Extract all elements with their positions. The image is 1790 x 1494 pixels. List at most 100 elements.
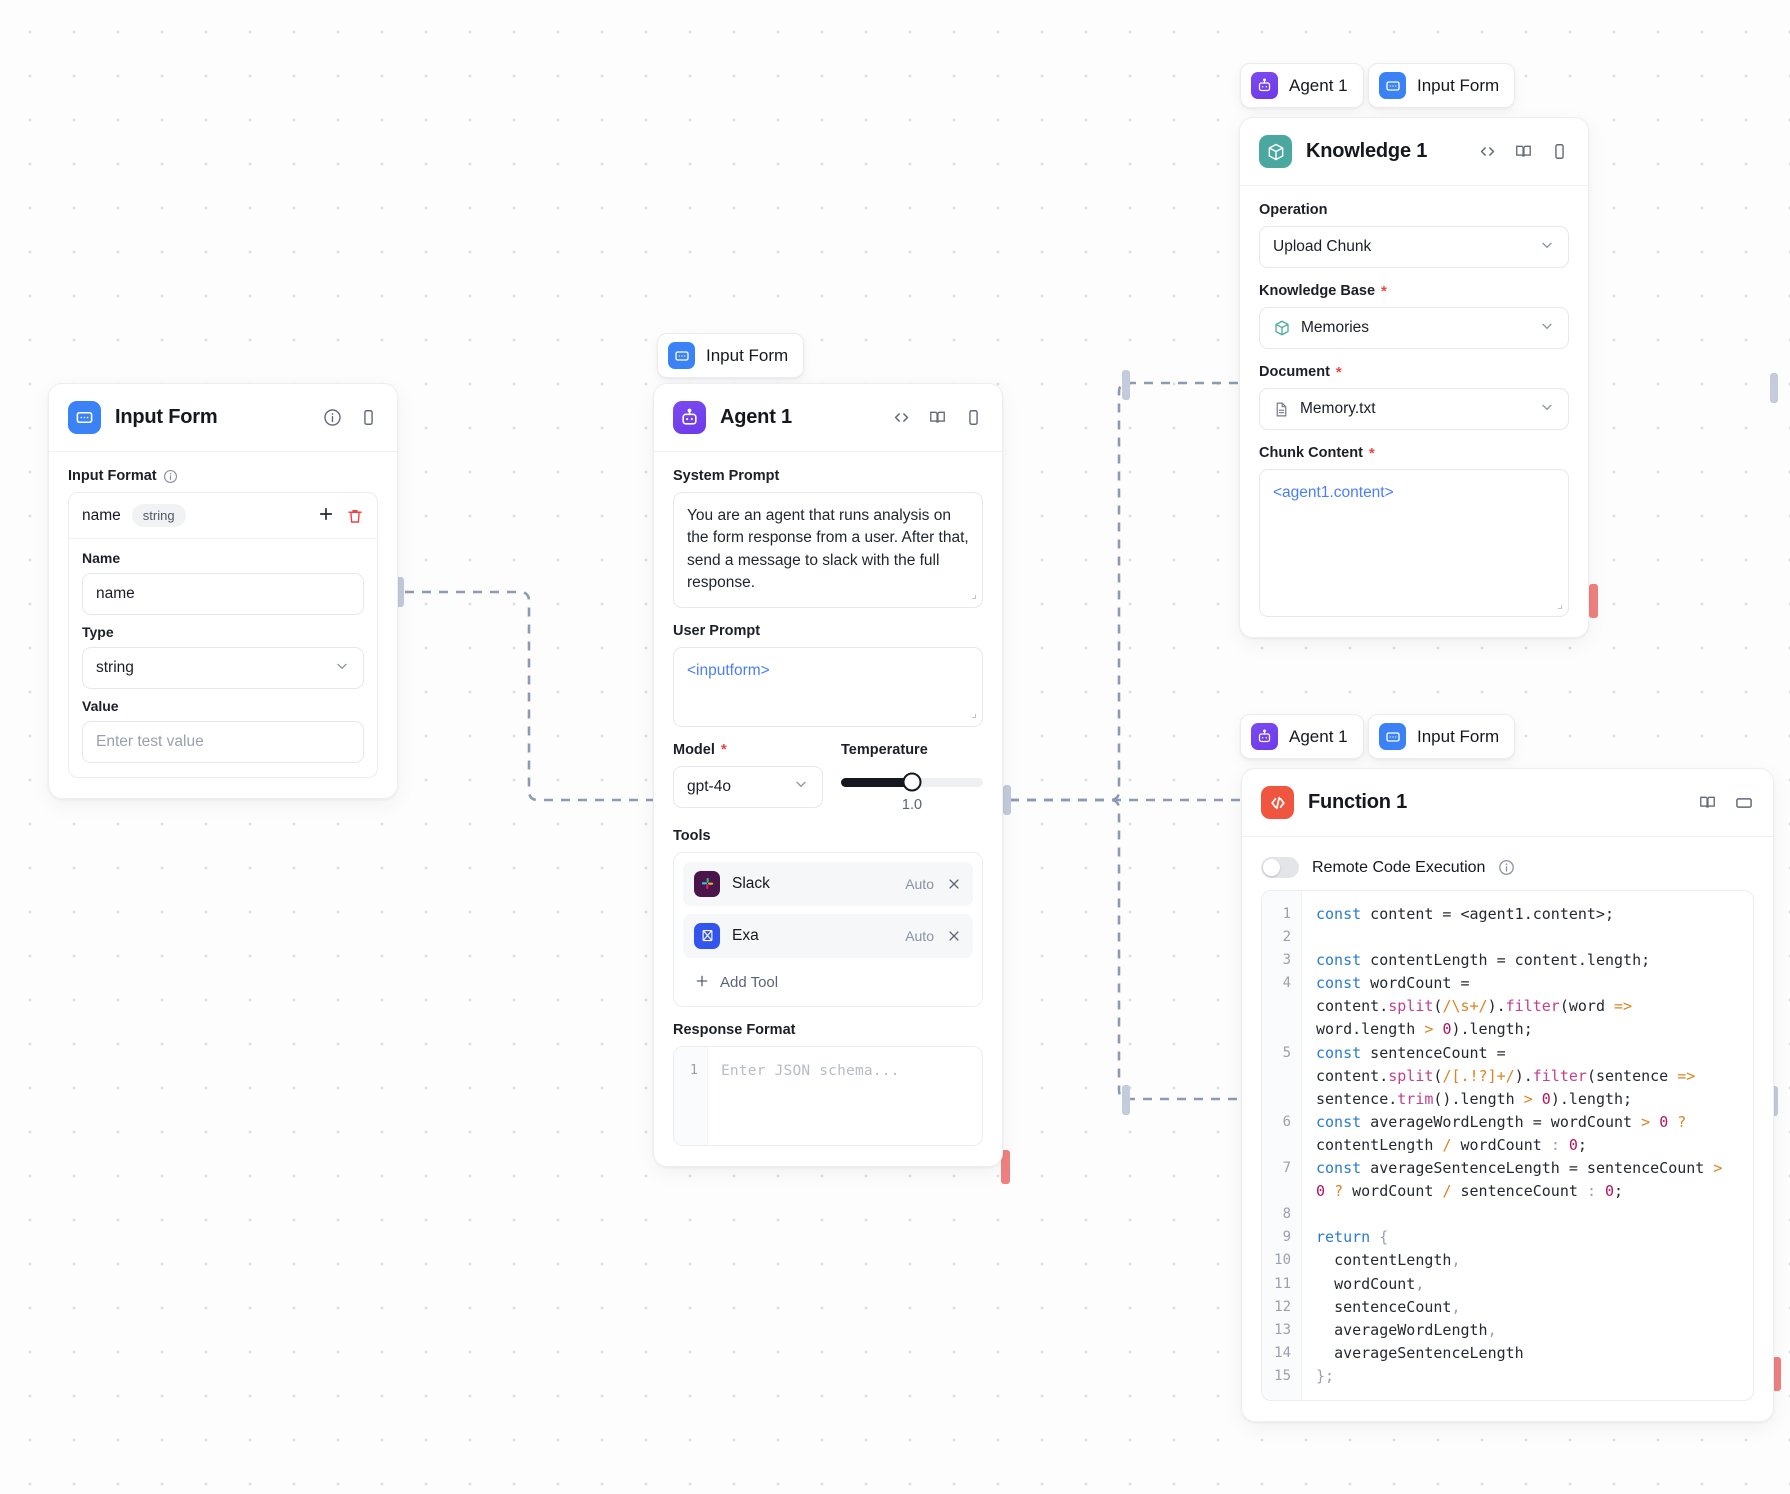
- line-number-continuation: [1268, 1088, 1291, 1111]
- resize-handle[interactable]: ⌟: [971, 587, 977, 602]
- node-knowledge-1[interactable]: Knowledge 1 Operation Upload Chunk: [1239, 117, 1589, 638]
- plus-icon[interactable]: [317, 505, 335, 527]
- handle-function-out[interactable]: [1772, 1357, 1781, 1391]
- plus-icon: [694, 973, 710, 993]
- chip-label: Agent 1: [1289, 75, 1348, 95]
- input-format-fields: Name name Type string Value Enter test v…: [69, 539, 377, 777]
- info-icon[interactable]: [323, 408, 342, 427]
- close-icon[interactable]: [946, 928, 962, 944]
- code-icon[interactable]: [1478, 142, 1497, 161]
- chunk-content-textarea[interactable]: <agent1.content> ⌟: [1259, 469, 1569, 617]
- node-header[interactable]: Function 1: [1242, 769, 1773, 837]
- node-input-form[interactable]: Input Form Input Format name st: [48, 383, 398, 799]
- input-format-row[interactable]: name string: [69, 493, 377, 539]
- slider-knob[interactable]: [902, 772, 922, 792]
- panel-icon[interactable]: [964, 408, 983, 427]
- line-number: 12: [1274, 1298, 1291, 1315]
- document-select[interactable]: Memory.txt: [1259, 388, 1569, 430]
- page-title: Input Form: [115, 406, 218, 428]
- info-icon[interactable]: [163, 469, 178, 484]
- node-header[interactable]: Agent 1: [654, 384, 1002, 452]
- line-number: 7: [1282, 1160, 1291, 1177]
- input-form-icon: [1379, 72, 1406, 99]
- panel-icon[interactable]: [1550, 142, 1569, 161]
- temperature-value: 1.0: [901, 796, 923, 813]
- handle-knowledge-out[interactable]: [1589, 584, 1598, 618]
- line-number: 4: [1282, 975, 1291, 992]
- window-icon[interactable]: [1734, 793, 1754, 813]
- add-tool-button[interactable]: Add Tool: [683, 966, 973, 997]
- node-header[interactable]: Knowledge 1: [1240, 118, 1588, 186]
- chip-label: Input Form: [706, 345, 789, 365]
- required-marker: *: [1368, 444, 1375, 462]
- book-icon[interactable]: [1514, 142, 1533, 161]
- handle-input-form-out[interactable]: [396, 577, 404, 607]
- handle-function-right[interactable]: [1770, 1086, 1778, 1116]
- close-icon[interactable]: [946, 876, 962, 892]
- knowledge-icon: [1259, 135, 1292, 168]
- handle-knowledge-in[interactable]: [1122, 370, 1130, 400]
- resize-handle[interactable]: ⌟: [1557, 596, 1563, 611]
- system-prompt-textarea[interactable]: You are an agent that runs analysis on t…: [673, 492, 983, 608]
- tools-section: Tools Slack Auto: [673, 828, 983, 1007]
- line-number: 5: [1282, 1044, 1291, 1061]
- chip-input-form-agent[interactable]: Input Form: [657, 333, 805, 378]
- page-title: Knowledge 1: [1306, 140, 1428, 162]
- book-icon[interactable]: [928, 408, 947, 427]
- code-icon[interactable]: [892, 408, 911, 427]
- node-agent-1[interactable]: Agent 1 System Prompt You are an agent t…: [653, 383, 1003, 1167]
- response-format-editor[interactable]: 1 Enter JSON schema...: [673, 1045, 983, 1146]
- handle-agent-error-out[interactable]: [1001, 1150, 1010, 1184]
- chip-label: Agent 1: [1289, 726, 1348, 746]
- value-input[interactable]: Enter test value: [82, 721, 364, 763]
- page-title: Function 1: [1308, 791, 1408, 813]
- node-header[interactable]: Input Form: [49, 384, 397, 452]
- code-line: [1316, 1203, 1739, 1226]
- code-line: wordCount,: [1316, 1274, 1425, 1293]
- chevron-down-icon: [1539, 237, 1555, 258]
- line-number: 9: [1282, 1229, 1291, 1246]
- temperature-label: Temperature: [841, 741, 928, 758]
- chip-agent-1-function[interactable]: Agent 1: [1240, 714, 1364, 759]
- handle-function-in[interactable]: [1122, 1085, 1130, 1115]
- book-icon[interactable]: [1698, 793, 1717, 812]
- chip-input-form-function[interactable]: Input Form: [1368, 714, 1516, 759]
- tool-row-slack[interactable]: Slack Auto: [683, 861, 973, 906]
- temperature-slider[interactable]: [841, 772, 983, 792]
- tool-mode[interactable]: Auto: [905, 875, 934, 892]
- input-format-box: name string Name name Type: [68, 492, 378, 778]
- handle-knowledge-right[interactable]: [1770, 373, 1778, 403]
- name-input[interactable]: name: [82, 573, 364, 615]
- temperature-section: Temperature 1.0: [841, 742, 983, 813]
- remote-code-execution-row[interactable]: Remote Code Execution: [1261, 853, 1754, 890]
- chip-agent-1-knowledge[interactable]: Agent 1: [1240, 63, 1364, 108]
- code-line: const contentLength = content.length;: [1316, 951, 1651, 970]
- name-label: Name: [82, 550, 121, 566]
- type-select[interactable]: string: [82, 647, 364, 689]
- tool-row-exa[interactable]: Exa Auto: [683, 913, 973, 958]
- user-prompt-textarea[interactable]: <inputform> ⌟: [673, 646, 983, 727]
- line-number: 10: [1274, 1252, 1291, 1269]
- info-icon[interactable]: [1498, 859, 1515, 876]
- code-line: const averageWordLength = wordCount > 0 …: [1316, 1112, 1687, 1154]
- panel-icon[interactable]: [359, 408, 378, 427]
- model-select[interactable]: gpt-4o: [673, 765, 823, 808]
- code-line: const sentenceCount =content.split(/[.!?…: [1316, 1043, 1696, 1108]
- remote-code-execution-toggle[interactable]: [1261, 857, 1299, 878]
- page-title: Agent 1: [720, 406, 792, 428]
- tool-mode[interactable]: Auto: [905, 927, 934, 944]
- resize-handle[interactable]: ⌟: [971, 706, 977, 721]
- line-number: 11: [1274, 1275, 1291, 1292]
- chunk-content-section: Chunk Content* <agent1.content> ⌟: [1259, 445, 1569, 617]
- trash-icon[interactable]: [346, 507, 364, 525]
- knowledge-base-select[interactable]: Memories: [1259, 307, 1569, 349]
- user-prompt-label: User Prompt: [673, 622, 761, 639]
- chip-input-form-knowledge[interactable]: Input Form: [1368, 63, 1516, 108]
- operation-select[interactable]: Upload Chunk: [1259, 226, 1569, 268]
- handle-agent-out[interactable]: [1003, 785, 1011, 815]
- operation-value: Upload Chunk: [1273, 238, 1372, 255]
- code-content[interactable]: const content = <agent1.content>; const …: [1302, 891, 1753, 1400]
